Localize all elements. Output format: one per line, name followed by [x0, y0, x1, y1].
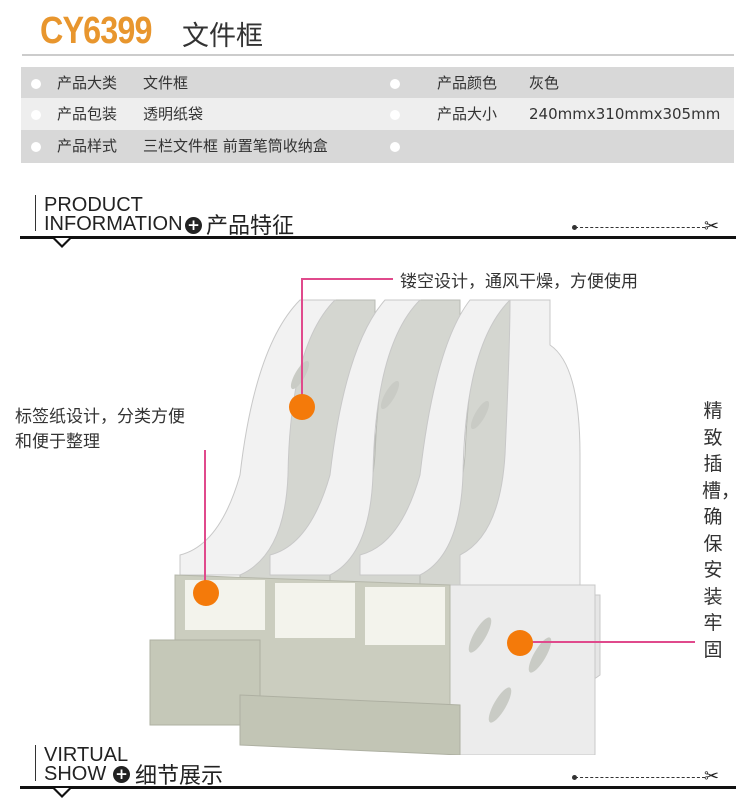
pointer-line — [204, 450, 206, 590]
divider — [20, 236, 736, 239]
spec-value: 240mmx310mmx305mm — [529, 105, 721, 123]
product-title: 文件框 — [182, 21, 263, 52]
hotspot-dot[interactable] — [507, 630, 533, 656]
spec-row: 产品包装 透明纸袋 产品大小 240mmx310mmx305mm — [21, 98, 734, 131]
plus-icon: + — [185, 217, 202, 234]
divider — [22, 54, 734, 56]
dot-icon — [572, 775, 577, 780]
spec-value: 三栏文件框 前置笔筒收纳盒 — [143, 137, 328, 155]
notch-inner — [55, 788, 69, 795]
pointer-line — [301, 278, 393, 280]
section-en-2: SHOW — [44, 763, 107, 785]
section-title: 产品特征 — [206, 214, 295, 239]
pointer-line — [520, 641, 695, 643]
bullet-icon — [31, 79, 41, 89]
hotspot-dot[interactable] — [289, 394, 315, 420]
spec-label: 产品颜色 — [437, 74, 498, 92]
plus-icon: + — [113, 766, 130, 783]
spec-row: 产品样式 三栏文件框 前置笔筒收纳盒 — [21, 130, 734, 163]
model-number: CY6399 — [40, 10, 152, 52]
spec-value: 文件框 — [143, 74, 189, 92]
dashed-line — [575, 227, 705, 228]
dot-icon — [572, 225, 577, 230]
spec-label: 产品包装 — [57, 105, 118, 123]
dashed-line — [575, 777, 705, 778]
divider — [20, 786, 736, 789]
spec-value: 透明纸袋 — [143, 105, 204, 123]
file-holder-image — [149, 299, 601, 755]
section-en-2: INFORMATION — [44, 213, 183, 235]
bullet-icon — [31, 142, 41, 152]
scissors-icon: ✂ — [704, 766, 720, 787]
spec-label: 产品样式 — [57, 137, 118, 155]
hotspot-dot[interactable] — [193, 580, 219, 606]
section-header-virtual-show: VIRTUAL SHOW + 细节展示 ✂ — [0, 744, 750, 798]
bullet-icon — [31, 110, 41, 120]
notch-inner — [55, 238, 69, 245]
spec-value: 灰色 — [529, 74, 560, 92]
spec-label: 产品大小 — [437, 105, 498, 123]
section-title: 细节展示 — [135, 764, 224, 789]
divider — [35, 195, 36, 231]
scissors-icon: ✂ — [704, 216, 720, 237]
section-en-1: VIRTUAL — [44, 744, 129, 766]
section-en-1: PRODUCT — [44, 194, 143, 216]
annotation-slot: 精致插槽，确保安装牢固 — [702, 400, 741, 661]
bullet-icon — [390, 79, 400, 89]
annotation-ventilation: 镂空设计，通风干燥，方便使用 — [400, 272, 638, 292]
pointer-line — [301, 278, 303, 406]
bullet-icon — [390, 142, 400, 152]
bullet-icon — [390, 110, 400, 120]
annotation-label-2: 和便于整理 — [15, 432, 100, 452]
annotation-label-1: 标签纸设计，分类方便 — [15, 407, 185, 427]
spec-row: 产品大类 文件框 产品颜色 灰色 — [21, 67, 734, 100]
spec-label: 产品大类 — [57, 74, 118, 92]
divider — [35, 745, 36, 781]
section-header-product-information: PRODUCT INFORMATION + 产品特征 ✂ — [0, 194, 750, 248]
